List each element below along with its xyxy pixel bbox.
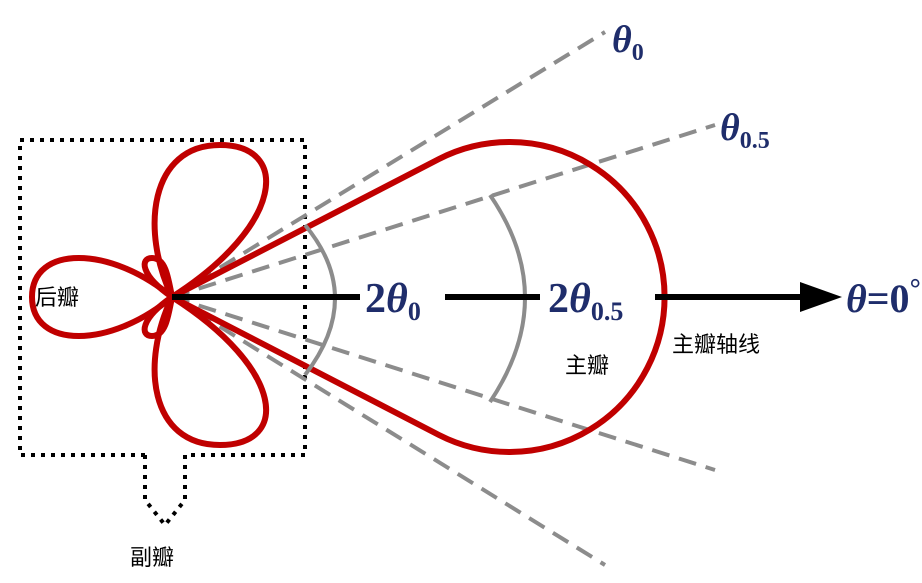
lower-side-lobe	[151, 294, 270, 448]
theta0-lower-line	[170, 295, 607, 567]
back-lobe	[29, 255, 174, 339]
theta05-lower-line	[171, 295, 716, 472]
main-axis-arrow	[172, 282, 842, 312]
label-2theta0: 2θ0	[365, 276, 421, 326]
label-theta0: θ0	[612, 19, 644, 66]
label-2theta05: 2θ0.5	[548, 276, 623, 326]
label-main-lobe: 主瓣	[565, 354, 609, 379]
theta0-upper-line	[170, 30, 607, 299]
label-theta05: θ0.5	[720, 107, 770, 154]
label-side-lobe: 副瓣	[130, 546, 174, 571]
theta05-upper-line	[171, 123, 716, 299]
small-upper-lobe	[141, 255, 175, 300]
small-lower-lobe	[141, 294, 175, 339]
label-back-lobe: 后瓣	[35, 286, 79, 311]
label-axis-theta-zero: θ=0°	[846, 274, 921, 321]
side-lobe-region-box	[18, 138, 307, 529]
label-main-axis: 主瓣轴线	[672, 333, 760, 358]
upper-side-lobe	[151, 142, 270, 300]
